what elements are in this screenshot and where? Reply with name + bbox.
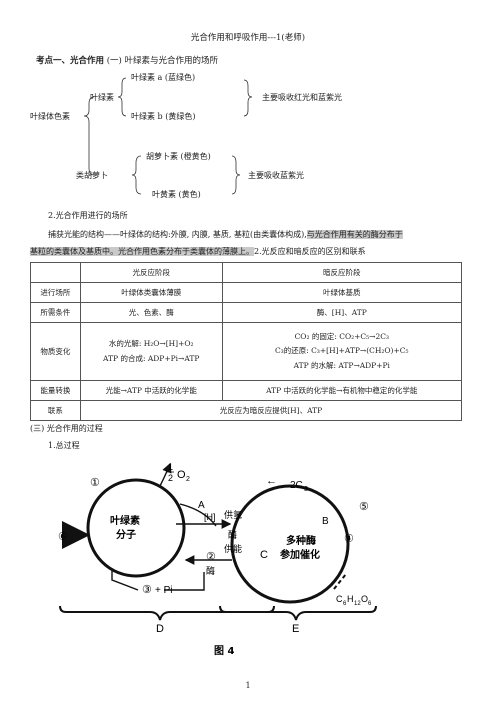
chlorophyll-b-label: 叶绿素 b (黄绿色) (131, 112, 196, 121)
carotene-label: 胡萝卜素 (橙黄色) (146, 152, 211, 161)
table-cell: 光、色素、酶 (79, 302, 223, 323)
label-b: B (322, 516, 329, 527)
xanthophyll-label: 叶黄素 (黄色) (152, 190, 201, 199)
classification-braces (83, 77, 253, 195)
energy-supply-label: 供能 (224, 543, 242, 555)
table-row-label: 联系 (30, 400, 81, 421)
photosynthesis-diagram: ① ⑥ 叶绿素 分子 1 2 O 2 A [H] 供氢 酶 供能 ② 酶 ③ +… (58, 462, 377, 657)
figure-caption: 图 4 (214, 645, 234, 657)
process-heading: (三) 光合作用的过程 (30, 424, 103, 433)
table-row: 物质变化 水的光解: H₂O→[H]+O₂ ATP 的合成: ADP+Pi→AT… (30, 322, 463, 381)
chlorophyll-label: 叶绿素 (90, 93, 114, 102)
c3-arrow-glyph: ← (266, 475, 277, 487)
label-5: ⑤ (359, 501, 369, 513)
label-a: A (198, 500, 205, 511)
label-d: D (156, 623, 164, 635)
glucose-h-sub: 12 (354, 601, 361, 607)
glucose-o: O (361, 594, 368, 604)
table-row-label: 能量转换 (30, 380, 81, 401)
phosphate-label: + Pi (155, 585, 173, 596)
reaction-heading: 2.光反应和暗反应的区别和联系 (254, 247, 366, 256)
enzyme-label-2: 酶 (206, 565, 215, 577)
c3-reduction: C₃的还原: C₃+[H]+ATP→(CH₂O)+C₅ (275, 346, 409, 356)
calvin-cycle-circle (230, 484, 350, 604)
table-cell: 水的光解: H₂O→[H]+O₂ ATP 的合成: ADP+Pi→ATP (79, 322, 223, 381)
brace-e (219, 605, 377, 621)
section-point-label: 考点一、光合作用 (36, 56, 105, 66)
fraction-numerator: 1 (168, 462, 173, 472)
table-row-label: 物质变化 (30, 322, 81, 381)
table-header-light: 光反应阶段 (79, 262, 223, 283)
c3-subscript: 3 (304, 486, 308, 493)
table-cell: 叶绿体基质 (221, 282, 463, 303)
structure-text: 捕获光能的结构——叶绿体的结构:外膜, 内膜, 基质, 基粒(由类囊体构成), (48, 230, 307, 239)
table-cell: 光反应为暗反应提供[H]、ATP (79, 400, 463, 421)
structure-paragraph-line1: 捕获光能的结构——叶绿体的结构:外膜, 内膜, 基质, 基粒(由类囊体构成),与… (48, 230, 403, 240)
table-header-row: 光反应阶段 暗反应阶段 (30, 262, 463, 283)
glucose-o-sub: 6 (368, 601, 372, 607)
label-2: ② (206, 551, 216, 563)
enzymes-text-1: 多种酶 (286, 534, 316, 547)
table-row: 进行场所 叶绿体类囊体薄膜 叶绿体基质 (30, 282, 463, 303)
co2-fixation: CO₂ 的固定: CO₂+C₅→2C₃ (294, 332, 389, 342)
label-1: ① (90, 477, 100, 489)
chlorophyll-text-1: 叶绿素 (110, 514, 140, 527)
water-photolysis: 水的光解: H₂O→[H]+O₂ (108, 339, 194, 349)
hydrogen-supply-label: 供氢 (224, 509, 242, 521)
overall-heading: 1.总过程 (48, 441, 80, 450)
light-reaction-circle (86, 478, 186, 578)
table-row-label: 进行场所 (30, 282, 81, 303)
table-cell: CO₂ 的固定: CO₂+C₅→2C₃ C₃的还原: C₃+[H]+ATP→(C… (221, 322, 463, 381)
table-cell: 叶绿体类囊体薄膜 (79, 282, 223, 303)
pigment-highlight: 基粒的类囊体及基质中。光合作用色素分布于类囊体的薄膜上。 (30, 247, 254, 256)
glucose-c-sub: 6 (343, 601, 347, 607)
carotenoid-absorb-note: 主要吸收蓝紫光 (248, 171, 304, 180)
label-6: ⑥ (58, 531, 68, 543)
oxygen-release-arrow (159, 462, 172, 487)
chlorophyll-absorb-note: 主要吸收红光和蓝紫光 (262, 93, 342, 102)
label-4: ④ (344, 533, 354, 545)
section-heading: 考点一、光合作用 (一) 叶绿素与光合作用的场所 (36, 56, 218, 66)
glucose-c: C (336, 594, 343, 604)
fraction-denominator: 2 (168, 473, 173, 483)
structure-paragraph-line2: 基粒的类囊体及基质中。光合作用色素分布于类囊体的薄膜上。2.光反应和暗反应的区别… (30, 247, 366, 257)
page-title: 光合作用和呼吸作用---1(老师) (190, 33, 306, 43)
adp-pi-arrow (164, 572, 205, 591)
carotenoid-label: 类胡萝卜 (76, 171, 108, 180)
chlorophyll-text-2: 分子 (116, 528, 136, 541)
table-header-dark: 暗反应阶段 (221, 262, 463, 283)
table-row: 能量转换 光能→ATP 中活跃的化学能 ATP 中活跃的化学能→有机物中稳定的化… (30, 380, 463, 401)
oxygen-label: O (177, 469, 186, 481)
pigments-root-label: 叶绿体色素 (30, 112, 70, 121)
label-c: C (260, 549, 268, 561)
label-e: E (292, 623, 299, 635)
enzyme-highlight: 与光合作用有关的酶分布于 (306, 230, 403, 239)
table-row: 联系 光反应为暗反应提供[H]、ATP (30, 400, 463, 421)
table-row: 所需条件 光、色素、酶 酶、[H]、ATP (30, 302, 463, 323)
hydrogen-label: [H] (204, 512, 216, 522)
enzyme-label: 酶 (228, 529, 237, 541)
table-header-empty (30, 262, 81, 283)
section-point-sub: (一) 叶绿素与光合作用的场所 (106, 56, 219, 66)
reaction-comparison-table: 光反应阶段 暗反应阶段 进行场所 叶绿体类囊体薄膜 叶绿体基质 所需条件 光、色… (30, 262, 463, 421)
table-cell: 光能→ATP 中活跃的化学能 (79, 380, 223, 401)
table-cell: 酶、[H]、ATP (221, 302, 463, 323)
oxygen-subscript: 2 (186, 476, 190, 483)
table-cell: ATP 中活跃的化学能→有机物中稳定的化学能 (221, 380, 463, 401)
site-heading: 2.光合作用进行的场所 (48, 211, 128, 220)
table-row-label: 所需条件 (30, 302, 81, 323)
atp-synthesis: ATP 的合成: ADP+Pi→ATP (103, 353, 200, 363)
chlorophyll-a-label: 叶绿素 a (蓝绿色) (131, 73, 196, 82)
glucose-h: H (347, 594, 354, 604)
enzymes-text-2: 参加催化 (280, 548, 320, 561)
atp-hydrolysis: ATP 的水解: ATP→ADP+Pi (293, 360, 390, 370)
c3-label: 2C (290, 480, 303, 491)
page-number: 1 (245, 681, 251, 690)
label-3: ③ (142, 584, 152, 596)
